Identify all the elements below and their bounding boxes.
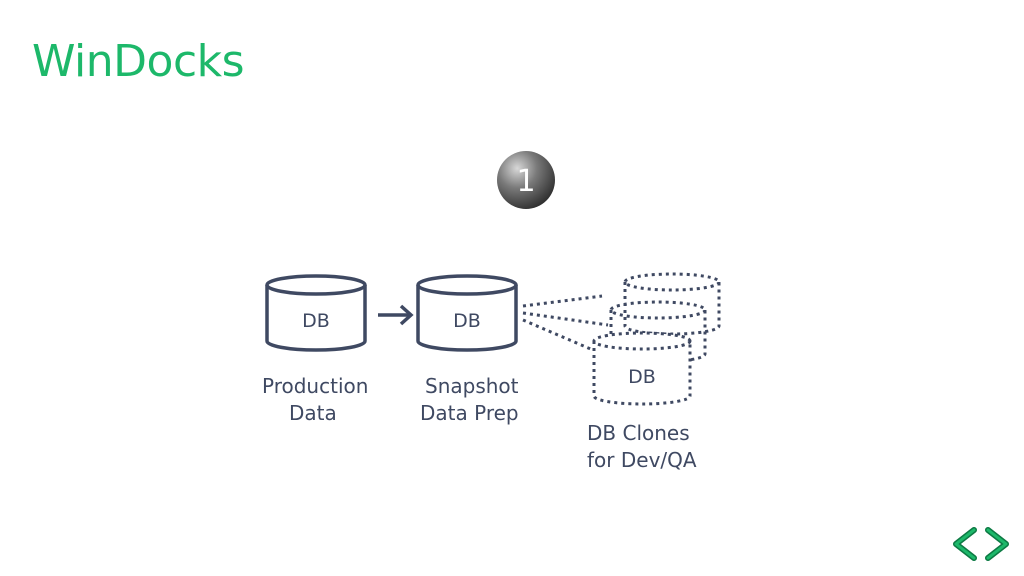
arrow-right-icon xyxy=(378,304,414,326)
production-caption-line1: Production xyxy=(262,374,369,398)
snapshot-caption-line2: Data Prep xyxy=(420,401,519,425)
slide-title: WinDocks xyxy=(32,36,245,87)
badge-circle xyxy=(497,151,555,209)
step-number-badge: 1 xyxy=(497,151,555,209)
clones-caption-line1: DB Clones xyxy=(587,421,690,445)
production-caption-line2: Data xyxy=(289,401,337,425)
snapshot-caption-line1: Snapshot xyxy=(425,374,519,398)
connector-line-bottom xyxy=(522,318,594,352)
clone-db-label: DB xyxy=(628,366,656,388)
connector-line-top xyxy=(522,294,603,308)
clone-db-cylinder-back xyxy=(623,272,721,336)
clone-db-cylinder-front xyxy=(592,331,692,406)
snapshot-db-cylinder xyxy=(416,274,518,352)
connector-line-middle xyxy=(522,311,609,327)
code-brackets-icon[interactable] xyxy=(950,526,1012,562)
production-db-label: DB xyxy=(302,310,330,332)
production-db-cylinder xyxy=(265,274,367,352)
step-number: 1 xyxy=(516,164,535,199)
clones-caption-line2: for Dev/QA xyxy=(587,448,697,472)
snapshot-db-label: DB xyxy=(453,310,481,332)
